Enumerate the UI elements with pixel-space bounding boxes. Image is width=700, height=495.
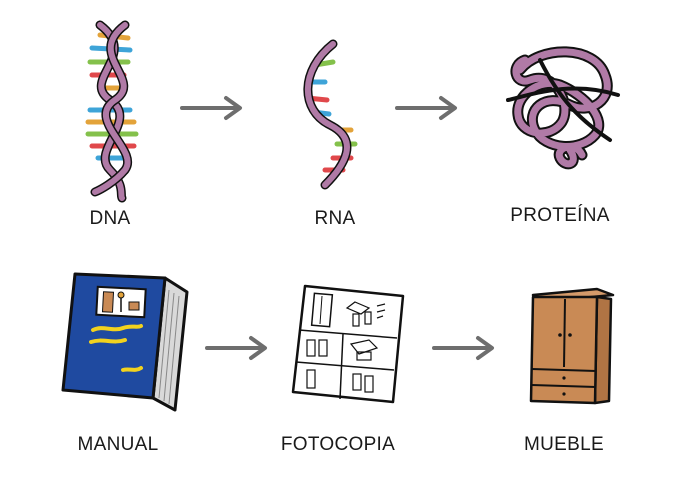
wardrobe-icon	[529, 287, 615, 405]
manual-book-icon	[61, 272, 189, 412]
protein-label: PROTEÍNA	[510, 205, 610, 226]
folded-protein-icon	[506, 46, 620, 170]
furniture-label: MUEBLE	[524, 434, 604, 455]
dna-double-helix-icon	[85, 20, 139, 203]
photocopy-sheet-icon	[291, 284, 405, 404]
right-arrow-icon	[395, 96, 457, 120]
photocopy-label: FOTOCOPIA	[280, 434, 396, 455]
rna-label: RNA	[314, 208, 356, 229]
dna-label: DNA	[89, 208, 131, 229]
right-arrow-icon	[205, 336, 267, 360]
manual-label: MANUAL	[77, 434, 159, 455]
right-arrow-icon	[432, 336, 494, 360]
right-arrow-icon	[180, 96, 242, 120]
rna-single-strand-icon	[303, 39, 358, 190]
